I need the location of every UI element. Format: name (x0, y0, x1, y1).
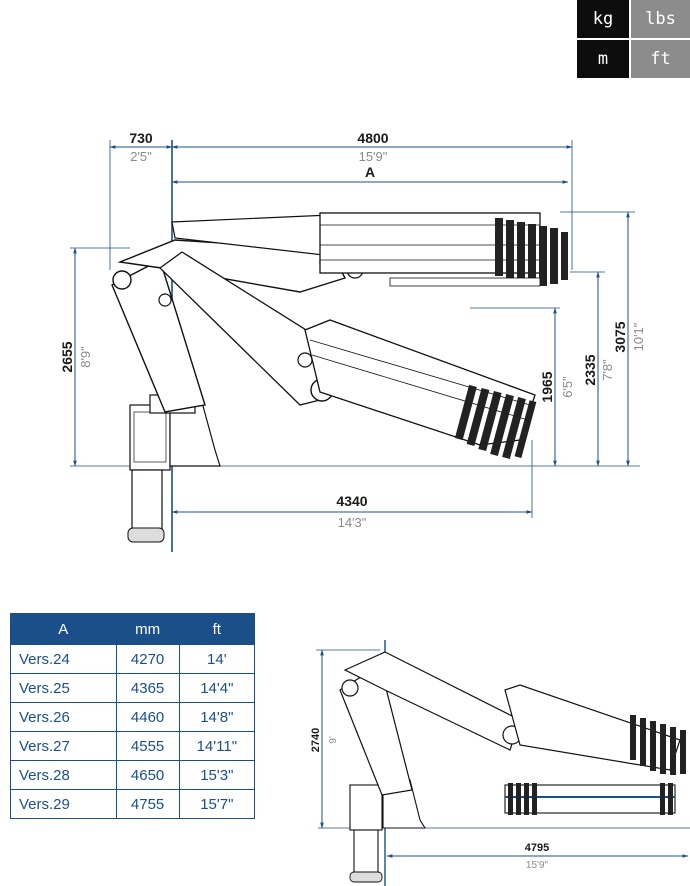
small-dim-4795-imperial-label: 15'9" (526, 860, 549, 871)
dim-730-label: 730 (129, 130, 153, 146)
row-mm: 4270 (115, 644, 180, 674)
small-dim-4795-label: 4795 (525, 842, 549, 854)
dim-2655-label: 2655 (59, 341, 75, 372)
dim-3075-label: 3075 (612, 321, 628, 352)
dim-2335-imperial-label: 7'8" (600, 359, 615, 381)
dim-2655-imperial-label: 8'9" (78, 346, 93, 368)
row-version: Vers.29 (10, 789, 117, 819)
table-row: Vers.27 4555 14'11" (10, 731, 256, 761)
dim-3075-imperial-label: 10'1" (631, 322, 646, 351)
header-mm: mm (115, 613, 180, 645)
table-row: Vers.25 4365 14'4" (10, 673, 256, 703)
version-table-header: A mm ft (10, 613, 256, 645)
row-mm: 4650 (115, 760, 180, 790)
row-ft: 15'3" (178, 760, 256, 790)
dim-730-imperial-label: 2'5" (130, 149, 152, 164)
row-version: Vers.26 (10, 702, 117, 732)
row-mm: 4460 (115, 702, 180, 732)
row-version: Vers.28 (10, 760, 117, 790)
unit-toggle-lbs[interactable]: lbs (631, 0, 690, 38)
row-ft: 15'7" (178, 789, 256, 819)
dim-4340-imperial-label: 14'3" (338, 515, 367, 530)
unit-toggle-m[interactable]: m (577, 40, 629, 78)
dim-1965-imperial-label: 6'5" (560, 376, 575, 398)
row-ft: 14'4" (178, 673, 256, 703)
header-ft: ft (178, 613, 256, 645)
table-row: Vers.24 4270 14' (10, 644, 256, 674)
version-table: A mm ft Vers.24 4270 14' Vers.25 4365 14… (10, 613, 256, 819)
dim-4340-label: 4340 (336, 493, 367, 509)
dim-4800-imperial-label: 15'9" (359, 149, 388, 164)
row-ft: 14'8" (178, 702, 256, 732)
header-a: A (10, 613, 117, 645)
unit-toggle-kg[interactable]: kg (577, 0, 629, 38)
table-row: Vers.28 4650 15'3" (10, 760, 256, 790)
row-version: Vers.27 (10, 731, 117, 761)
row-mm: 4555 (115, 731, 180, 761)
row-version: Vers.24 (10, 644, 117, 674)
small-dim-2740-imperial-label: 9' (328, 736, 339, 744)
dim-a-label: A (365, 164, 375, 180)
unit-toggle-ft[interactable]: ft (631, 40, 690, 78)
table-row: Vers.26 4460 14'8" (10, 702, 256, 732)
dim-1965-label: 1965 (539, 371, 555, 402)
table-row: Vers.29 4755 15'7" (10, 789, 256, 819)
dim-2335-label: 2335 (582, 354, 598, 385)
row-ft: 14'11" (178, 731, 256, 761)
row-version: Vers.25 (10, 673, 117, 703)
row-mm: 4755 (115, 789, 180, 819)
row-mm: 4365 (115, 673, 180, 703)
row-ft: 14' (178, 644, 256, 674)
dim-4800-label: 4800 (357, 130, 388, 146)
main-crane-drawing (70, 140, 640, 552)
small-crane-drawing (316, 640, 690, 886)
small-dim-2740-label: 2740 (310, 728, 322, 752)
